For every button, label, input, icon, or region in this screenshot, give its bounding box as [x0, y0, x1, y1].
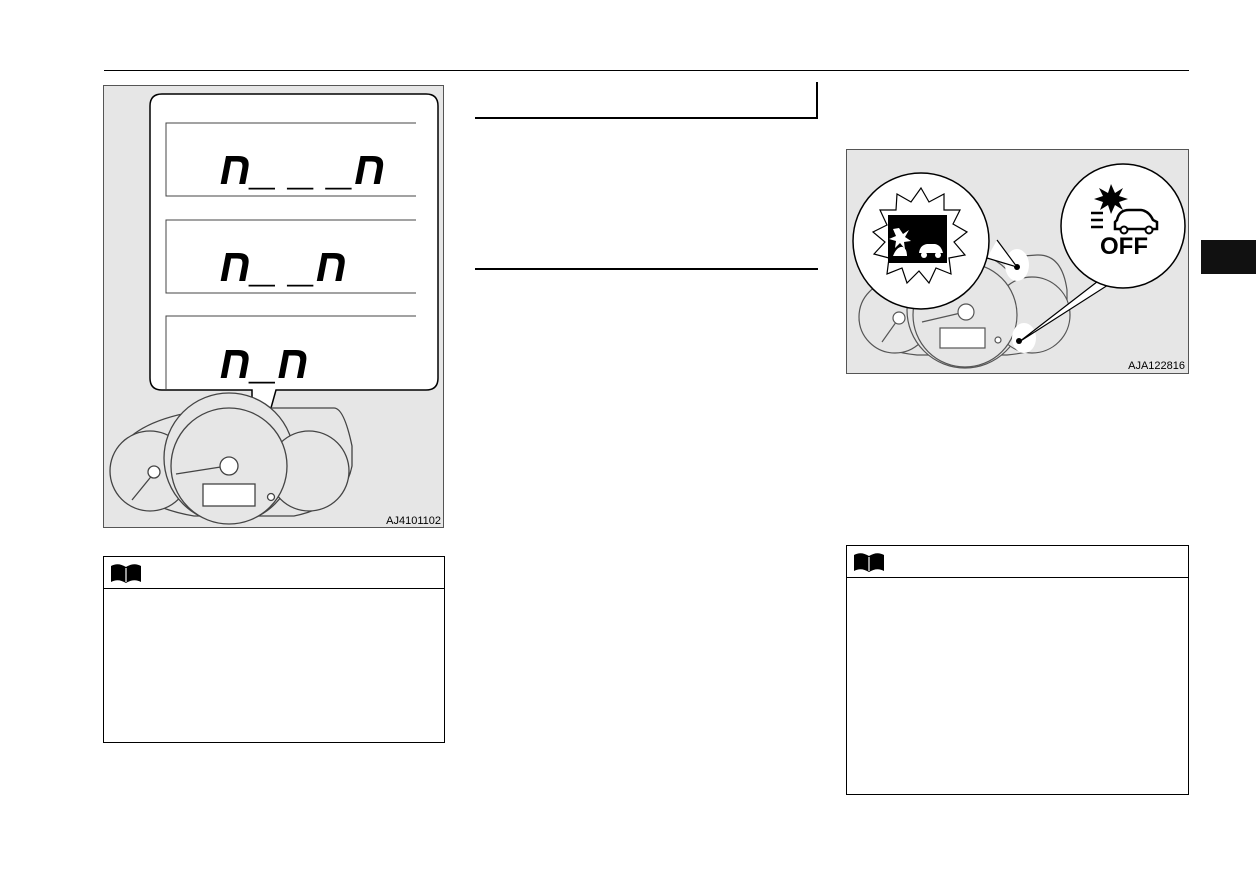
fcm-off-icon: OFF — [1091, 184, 1159, 260]
note-box-left — [103, 556, 445, 743]
figure-warning-lamps: OFF AJA122816 — [846, 149, 1189, 374]
warning-lamps-illustration: OFF AJA122816 — [852, 163, 1186, 372]
book-icon — [111, 564, 141, 583]
off-label: OFF — [1100, 233, 1148, 260]
note-box-right — [846, 545, 1189, 795]
note-header — [847, 546, 1188, 578]
section-tab — [1201, 240, 1256, 274]
display-segment-2: ח_ _ח — [219, 239, 347, 291]
figure-code: AJ4101102 — [386, 515, 441, 527]
forward-collision-warning-icon — [888, 215, 947, 263]
figure-code: AJA122816 — [1128, 360, 1185, 372]
figure-distance-display: ח_ _ _ח ח_ _ח ח_ח AJ4101102 — [103, 85, 444, 528]
heading-rule — [475, 117, 818, 119]
heading-rule-corner — [816, 82, 818, 119]
book-icon — [854, 553, 884, 572]
section-rule — [475, 268, 818, 270]
distance-display-illustration: ח_ _ _ח ח_ _ח ח_ח AJ4101102 — [109, 93, 441, 527]
note-header — [104, 557, 444, 589]
display-segment-3: ח_ח — [219, 336, 309, 388]
header-rule — [104, 70, 1189, 71]
display-segment-1: ח_ _ _ח — [219, 142, 386, 194]
